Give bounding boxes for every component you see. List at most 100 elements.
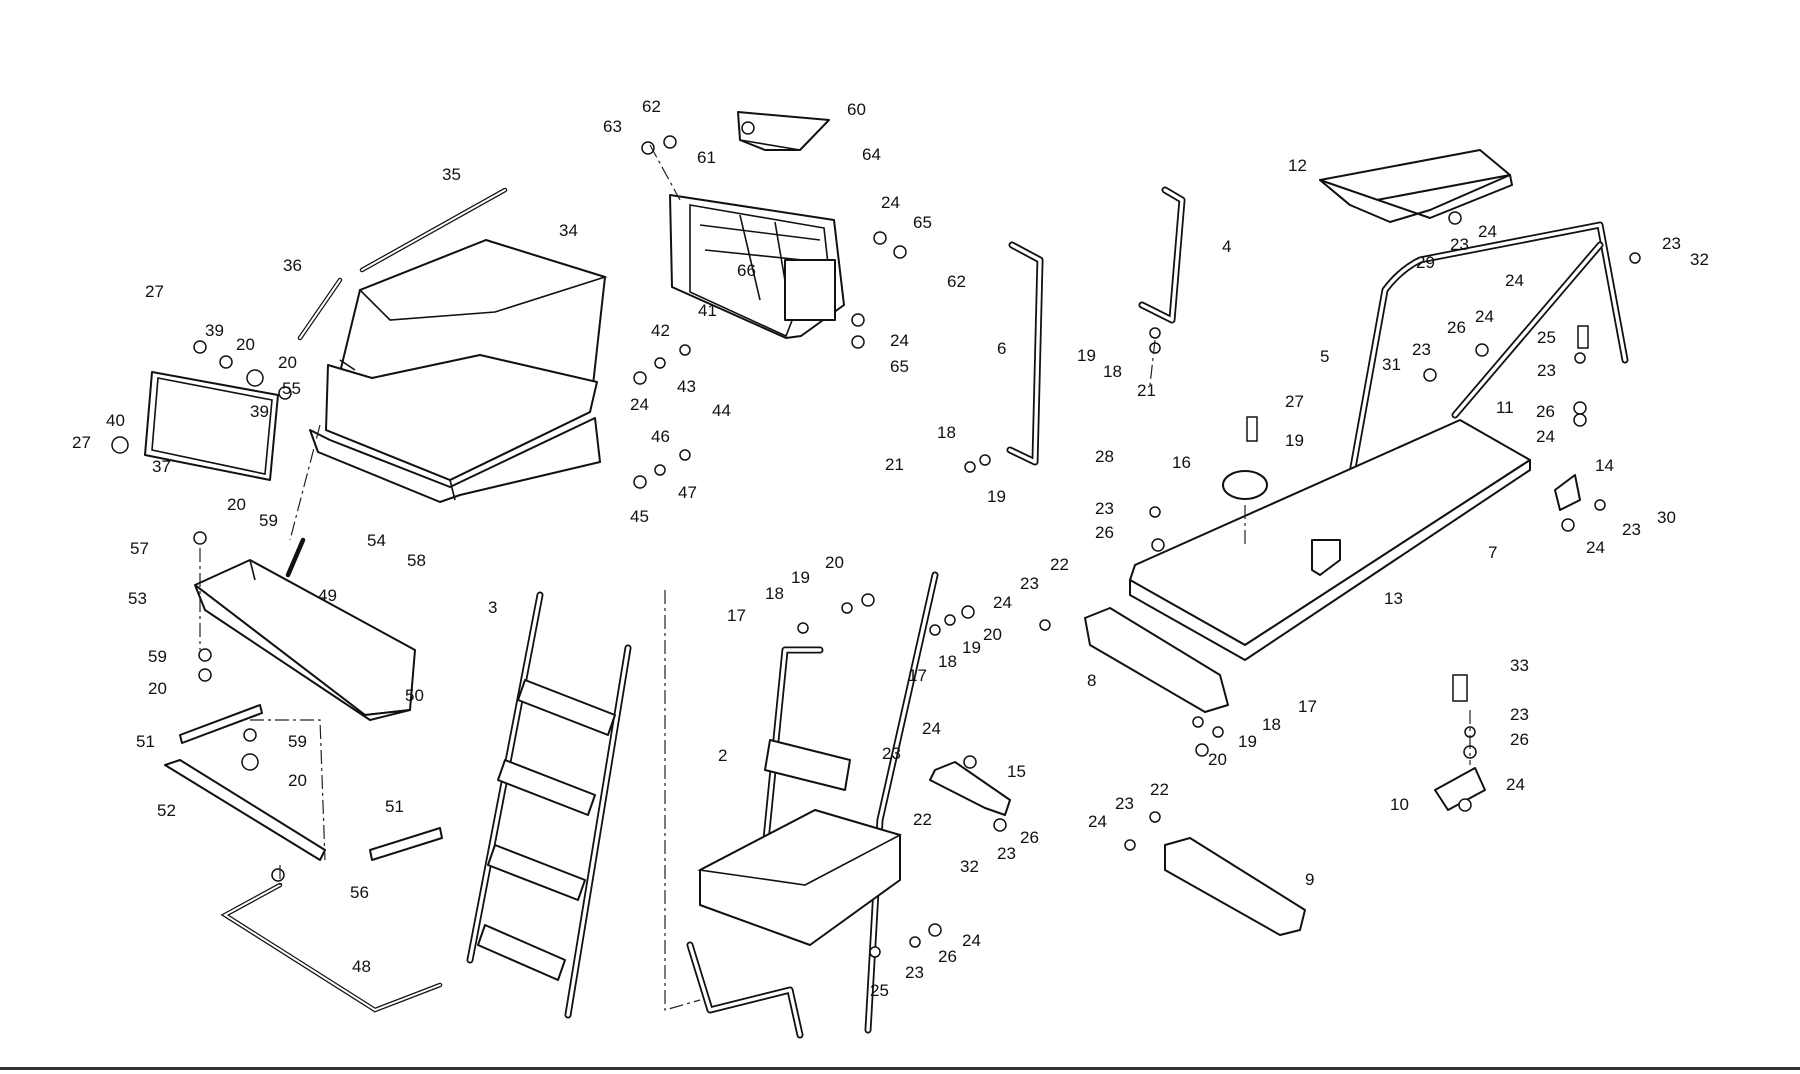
callout-19: 19	[962, 638, 981, 657]
callout-23: 23	[1412, 340, 1431, 359]
callout-45: 45	[630, 507, 649, 526]
callout-65: 65	[913, 213, 932, 232]
callout-14: 14	[1595, 456, 1614, 475]
callout-23: 23	[1537, 361, 1556, 380]
part-11-brace	[1451, 241, 1604, 419]
callout-23: 23	[1450, 235, 1469, 254]
callout-16: 16	[1172, 453, 1191, 472]
callout-56: 56	[350, 883, 369, 902]
callout-66: 66	[737, 261, 756, 280]
callout-32: 32	[960, 857, 979, 876]
callout-24: 24	[630, 395, 649, 414]
part-37-panel	[144, 371, 279, 481]
callout-62: 62	[642, 97, 661, 116]
callout-23: 23	[905, 963, 924, 982]
callout-23: 23	[1622, 520, 1641, 539]
callout-23: 23	[1095, 499, 1114, 518]
callout-26: 26	[1447, 318, 1466, 337]
callout-7: 7	[1488, 543, 1497, 562]
part-60-cover-plate	[737, 111, 830, 151]
callout-labels: 62 60 63 61 64 35 34 24 65 62 66 24 65 3…	[72, 97, 1709, 1000]
callout-51: 51	[385, 797, 404, 816]
callout-12: 12	[1288, 156, 1307, 175]
callout-20: 20	[227, 495, 246, 514]
part-51-strip-lower	[369, 827, 443, 861]
callout-40: 40	[106, 411, 125, 430]
callout-21: 21	[885, 455, 904, 474]
part-66-frame-box	[669, 194, 845, 339]
part-7-base-plate	[1129, 419, 1531, 661]
callout-5: 5	[1320, 347, 1329, 366]
part-4-handle	[1138, 186, 1186, 324]
callout-20: 20	[825, 553, 844, 572]
callout-24: 24	[881, 193, 900, 212]
callout-41: 41	[698, 301, 717, 320]
part-12-step-plate	[1319, 149, 1513, 223]
callout-47: 47	[678, 483, 697, 502]
callout-30: 30	[1657, 508, 1676, 527]
part-6-handle	[1006, 241, 1044, 466]
callout-19: 19	[1285, 431, 1304, 450]
callout-43: 43	[677, 377, 696, 396]
callout-46: 46	[651, 427, 670, 446]
callout-20: 20	[288, 771, 307, 790]
callout-6: 6	[997, 339, 1006, 358]
callout-28: 28	[1095, 447, 1114, 466]
callout-13: 13	[1384, 589, 1403, 608]
callout-20: 20	[278, 353, 297, 372]
callout-20: 20	[1208, 750, 1227, 769]
callout-20: 20	[148, 679, 167, 698]
callout-18: 18	[1262, 715, 1281, 734]
callout-24: 24	[890, 331, 909, 350]
callout-24: 24	[993, 593, 1012, 612]
part-14-bracket	[1554, 474, 1581, 511]
callout-54: 54	[367, 531, 386, 550]
callout-58: 58	[407, 551, 426, 570]
callout-61: 61	[697, 148, 716, 167]
callout-59: 59	[288, 732, 307, 751]
callout-22: 22	[1050, 555, 1069, 574]
callout-27: 27	[145, 282, 164, 301]
part-16-disc	[1222, 470, 1268, 500]
callout-24: 24	[1505, 271, 1524, 290]
callout-19: 19	[987, 487, 1006, 506]
callout-50: 50	[405, 686, 424, 705]
assembly-lines	[199, 144, 1471, 1011]
callout-2: 2	[718, 746, 727, 765]
callout-17: 17	[1298, 697, 1317, 716]
callout-34: 34	[559, 221, 578, 240]
part-9-beam	[1164, 837, 1306, 936]
callout-27: 27	[72, 433, 91, 452]
callout-37: 37	[152, 457, 171, 476]
part-35-rod	[359, 187, 508, 273]
part-49-rod	[285, 537, 306, 578]
callout-19: 19	[791, 568, 810, 587]
callout-51: 51	[136, 732, 155, 751]
callout-18: 18	[938, 652, 957, 671]
callout-18: 18	[1103, 362, 1122, 381]
callout-24: 24	[1506, 775, 1525, 794]
bottom-rule	[0, 1067, 1800, 1070]
callout-8: 8	[1087, 671, 1096, 690]
callout-32: 32	[1690, 250, 1709, 269]
part-3-ladder	[466, 591, 632, 1019]
callout-39: 39	[250, 402, 269, 421]
callout-52: 52	[157, 801, 176, 820]
part-15-plate	[929, 761, 1011, 816]
callout-36: 36	[283, 256, 302, 275]
part-34-housing	[309, 239, 608, 503]
callout-42: 42	[651, 321, 670, 340]
callout-60: 60	[847, 100, 866, 119]
callout-49: 49	[318, 586, 337, 605]
callout-18: 18	[937, 423, 956, 442]
callout-23: 23	[997, 844, 1016, 863]
callout-62: 62	[947, 272, 966, 291]
callout-25: 25	[1537, 328, 1556, 347]
callout-26: 26	[1510, 730, 1529, 749]
callout-23: 23	[1020, 574, 1039, 593]
callout-24: 24	[1475, 307, 1494, 326]
callout-59: 59	[259, 511, 278, 530]
part-13-bracket	[1311, 539, 1341, 576]
callout-39: 39	[205, 321, 224, 340]
